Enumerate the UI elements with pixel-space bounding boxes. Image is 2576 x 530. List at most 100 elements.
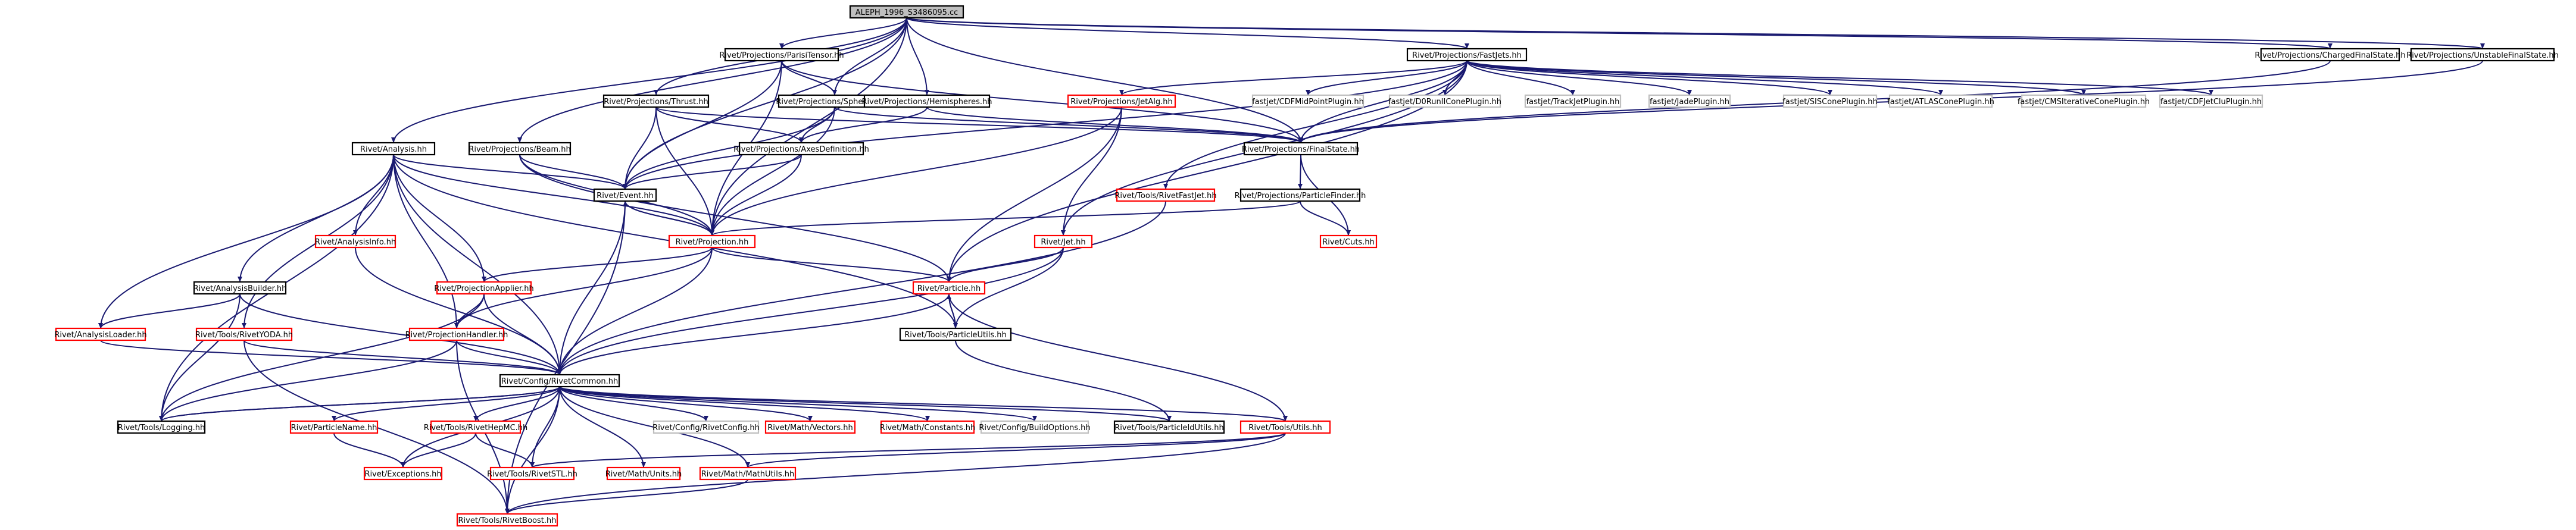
node-partontensor[interactable]: Rivet/Projections/ParisiTensor.hh — [719, 48, 844, 62]
node-label: Rivet/AnalysisLoader.hh — [54, 331, 146, 340]
arrowhead-root-to-unstablefs — [2480, 43, 2485, 49]
node-rivetstl[interactable]: Rivet/Tools/RivetSTL.hh — [487, 466, 577, 481]
arrowhead-toolsutils-to-rivetstl — [530, 462, 535, 468]
node-logging[interactable]: Rivet/Tools/Logging.hh — [117, 420, 206, 434]
edge-root-to-projection — [711, 17, 907, 236]
node-box — [899, 327, 1012, 341]
node-projection[interactable]: Rivet/Projection.hh — [668, 234, 756, 249]
node-jet[interactable]: Rivet/Jet.hh — [1033, 234, 1093, 249]
node-label: Rivet/Projections/Beam.hh — [469, 145, 570, 154]
node-analysisbuilder[interactable]: Rivet/AnalysisBuilder.hh — [193, 281, 287, 295]
node-mathutils[interactable]: Rivet/Math/MathUtils.hh — [699, 466, 797, 481]
node-label: ALEPH_1996_S3486095.cc — [855, 8, 958, 17]
node-partfinder[interactable]: Rivet/Projections/ParticleFinder.hh — [1235, 188, 1366, 202]
node-projhandler[interactable]: Rivet/ProjectionHandler.hh — [405, 327, 508, 341]
edge-hemispheres-to-finalstate — [926, 106, 1301, 143]
node-label: Rivet/Tools/ParticleIdUtils.hh — [1114, 424, 1224, 432]
node-siscone: fastjet/SISConePlugin.hh — [1782, 94, 1878, 108]
edge-fastjets-to-cdfjetclu — [1466, 60, 2212, 96]
node-particleutils[interactable]: Rivet/Tools/ParticleUtils.hh — [899, 327, 1012, 341]
node-label: Rivet/ParticleName.hh — [291, 424, 377, 432]
edge-fastjets-to-event — [625, 60, 1467, 190]
node-box — [724, 48, 839, 62]
edge-particlename-to-exceptions — [333, 432, 404, 468]
arrowhead-partfinder-to-cuts — [1346, 230, 1351, 236]
node-particleidutils[interactable]: Rivet/Tools/ParticleIdUtils.hh — [1113, 420, 1225, 434]
edge-root-to-chargedfs — [906, 17, 2331, 49]
node-buildoptions: Rivet/Config/BuildOptions.hh — [979, 420, 1091, 434]
edge-rivetcommon-to-particlename — [333, 386, 560, 422]
node-analysis[interactable]: Rivet/Analysis.hh — [351, 142, 436, 156]
arrowhead-rivetcommon-to-mathunits — [641, 462, 646, 468]
node-hemispheres[interactable]: Rivet/Projections/Hemispheres.hh — [861, 94, 992, 108]
edge-jet-to-rivetcommon — [559, 247, 1064, 375]
node-box — [699, 466, 797, 481]
node-label: Rivet/Math/Units.hh — [605, 470, 682, 479]
node-box — [2021, 94, 2147, 108]
node-fastjets[interactable]: Rivet/Projections/FastJets.hh — [1406, 48, 1528, 62]
node-box — [1067, 94, 1176, 108]
node-label: Rivet/Tools/RivetFastJet.hh — [1114, 192, 1216, 200]
node-particlename[interactable]: Rivet/ParticleName.hh — [289, 420, 379, 434]
node-box — [1113, 420, 1225, 434]
edge-analysis-to-projapplier — [393, 154, 485, 283]
arrowhead-toolsutils-to-mathutils — [745, 462, 750, 468]
node-chargedfs[interactable]: Rivet/Projections/ChargedFinalState.hh — [2255, 48, 2406, 62]
arrowhead-mathutils-to-rivetboost — [505, 509, 510, 514]
node-box — [912, 281, 986, 295]
node-label: Rivet/Tools/Utils.hh — [1248, 424, 1322, 432]
node-box — [849, 5, 964, 19]
arrowhead-root-to-partontensor — [779, 43, 784, 49]
node-box — [1648, 94, 1731, 108]
node-jetalg[interactable]: Rivet/Projections/JetAlg.hh — [1067, 94, 1176, 108]
edge-root-to-sphericity — [834, 17, 907, 96]
node-analysisinfo[interactable]: Rivet/AnalysisInfo.hh — [314, 234, 396, 249]
node-box — [1243, 142, 1359, 156]
node-thrust[interactable]: Rivet/Projections/Thrust.hh — [602, 94, 710, 108]
node-box — [1239, 188, 1361, 202]
node-exceptions[interactable]: Rivet/Exceptions.hh — [363, 466, 443, 481]
node-box — [314, 234, 396, 249]
node-constants[interactable]: Rivet/Math/Constants.hh — [880, 420, 976, 434]
arrowhead-rivetcommon-to-particleidutils — [1167, 416, 1172, 421]
node-label: Rivet/Tools/RivetYODA.hh — [195, 331, 293, 340]
edge-particle-to-rivetcommon — [559, 293, 950, 375]
node-rivetyoda[interactable]: Rivet/Tools/RivetYODA.hh — [195, 327, 293, 341]
node-rivetboost[interactable]: Rivet/Tools/RivetBoost.hh — [456, 513, 558, 527]
edge-root-to-partontensor — [781, 17, 907, 49]
node-label: fastjet/D0RunIIConePlugin.hh — [1388, 98, 1501, 106]
node-box — [193, 281, 287, 295]
node-mathunits[interactable]: Rivet/Math/Units.hh — [605, 466, 682, 481]
node-beam[interactable]: Rivet/Projections/Beam.hh — [468, 142, 572, 156]
node-analysisloader[interactable]: Rivet/AnalysisLoader.hh — [54, 327, 147, 341]
node-fastjet[interactable]: Rivet/Tools/RivetFastJet.hh — [1114, 188, 1217, 202]
edge-rivetcommon-to-rivetboost — [507, 386, 560, 515]
edge-rivetcommon-to-mathunits — [559, 386, 644, 468]
node-finalstate[interactable]: Rivet/Projections/FinalState.hh — [1242, 142, 1360, 156]
node-projapplier[interactable]: Rivet/ProjectionApplier.hh — [434, 281, 534, 295]
node-cdfmid: fastjet/CDFMidPointPlugin.hh — [1251, 94, 1365, 108]
node-label: Rivet/ProjectionApplier.hh — [434, 284, 533, 293]
node-box — [436, 281, 532, 295]
node-toolsutils[interactable]: Rivet/Tools/Utils.hh — [1239, 420, 1331, 434]
edge-jet-to-particleutils — [955, 247, 1064, 329]
node-vectors[interactable]: Rivet/Math/Vectors.hh — [764, 420, 856, 434]
edge-rivetcommon-to-hepmc — [475, 386, 560, 422]
node-hepmc[interactable]: Rivet/Tools/RivetHepMC.hh — [424, 420, 528, 434]
node-cuts[interactable]: Rivet/Cuts.hh — [1319, 234, 1378, 249]
node-root[interactable]: ALEPH_1996_S3486095.cc — [849, 5, 964, 19]
edge-root-to-fastjets — [906, 17, 1467, 49]
node-box — [1888, 94, 1993, 108]
node-unstablefs[interactable]: Rivet/Projections/UnstableFinalState.hh — [2406, 48, 2559, 62]
edge-projhandler-to-rivetcommon — [456, 340, 560, 375]
arrowhead-rivetcommon-to-toolsutils — [1283, 416, 1288, 421]
node-label: fastjet/CDFJetCluPlugin.hh — [2160, 98, 2262, 106]
edge-partontensor-to-finalstate — [781, 60, 1301, 143]
node-particle[interactable]: Rivet/Particle.hh — [912, 281, 986, 295]
node-label: Rivet/Projections/FinalState.hh — [1242, 145, 1360, 154]
node-rivetcommon[interactable]: Rivet/Config/RivetCommon.hh — [499, 374, 620, 388]
edge-projection-to-rivetcommon — [559, 247, 713, 375]
node-event[interactable]: Rivet/Event.hh — [593, 188, 657, 202]
node-box — [430, 420, 522, 434]
node-axesdef[interactable]: Rivet/Projections/AxesDefinition.hh — [733, 142, 869, 156]
